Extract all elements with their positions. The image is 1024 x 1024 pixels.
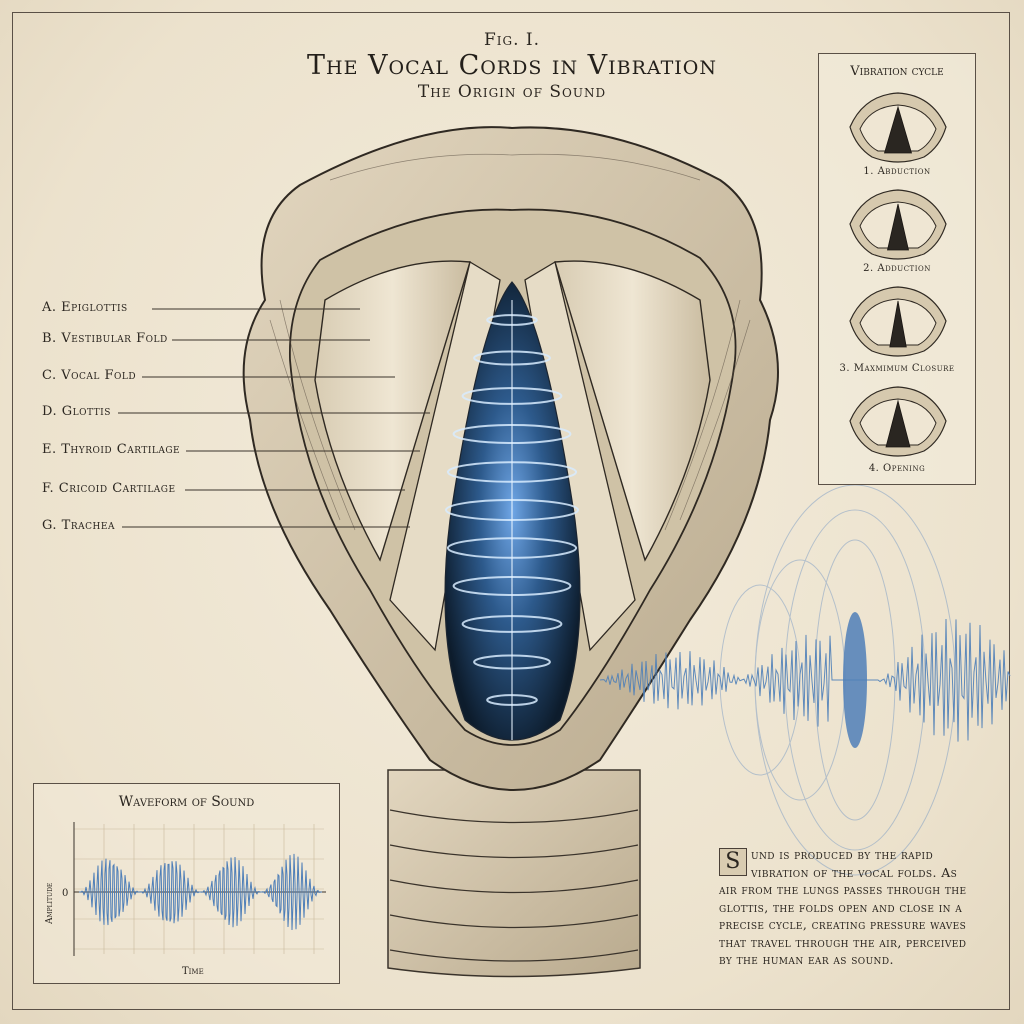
stage-3-label: 3. Maxmimum Closure: [839, 363, 955, 374]
label-trachea: G. Trachea: [42, 518, 115, 533]
waveform-plot: 0 Amplitude Time: [45, 822, 326, 977]
stage-3-icon: [849, 286, 947, 357]
page-title: The Vocal Cords in Vibration: [307, 50, 717, 81]
label-vestibular-fold: B. Vestibular Fold: [42, 331, 168, 346]
vestibular-fold-right: [554, 260, 711, 562]
stage-2-label: 2. Adduction: [863, 263, 931, 274]
stage-2-icon: [849, 189, 947, 260]
stage-4-label: 4. Opening: [868, 463, 926, 474]
description-paragraph: S und is produced by the rapid vibration…: [719, 846, 979, 969]
page-subtitle: The Origin of Sound: [417, 82, 607, 102]
drop-cap: S: [719, 848, 747, 876]
stage-4-icon: [849, 386, 947, 457]
vibration-cycle-title: Vibration cycle: [850, 64, 944, 79]
vocal-fold-right: [524, 260, 636, 652]
waveform-line: [78, 853, 323, 931]
description-text: und is produced by the rapid vibration o…: [719, 847, 967, 967]
waveform-title: Waveform of Sound: [118, 794, 255, 810]
trachea: [387, 769, 641, 978]
zero-label: 0: [62, 888, 68, 899]
vibration-cycle-panel: Vibration cycle 1. Abduction 2. Adductio…: [818, 53, 976, 485]
label-vocal-fold: C. Vocal Fold: [42, 368, 137, 383]
vestibular-fold-left: [314, 260, 471, 562]
glottis-opening: [889, 300, 907, 348]
label-epiglottis: A. Epiglottis: [42, 300, 128, 315]
y-axis-label: Amplitude: [45, 883, 55, 925]
vocal-fold-left: [389, 260, 501, 652]
waveform-panel: Waveform of Sound 0 Amplitude Time: [33, 783, 340, 984]
stage-1-label: 1. Abduction: [863, 166, 931, 177]
glottis-opening: [885, 399, 911, 448]
label-cricoid-cartilage: F. Cricoid Cartilage: [42, 481, 176, 496]
glottis-opening: [883, 105, 913, 154]
label-thyroid-cartilage: E. Thyroid Cartilage: [42, 442, 181, 457]
glottis-opening: [886, 203, 910, 251]
stage-1-icon: [849, 92, 947, 163]
figure-number: Fig. I.: [483, 30, 541, 50]
x-axis-label: Time: [182, 966, 204, 977]
page-border: [12, 12, 1010, 1010]
label-glottis: D. Glottis: [42, 404, 111, 419]
